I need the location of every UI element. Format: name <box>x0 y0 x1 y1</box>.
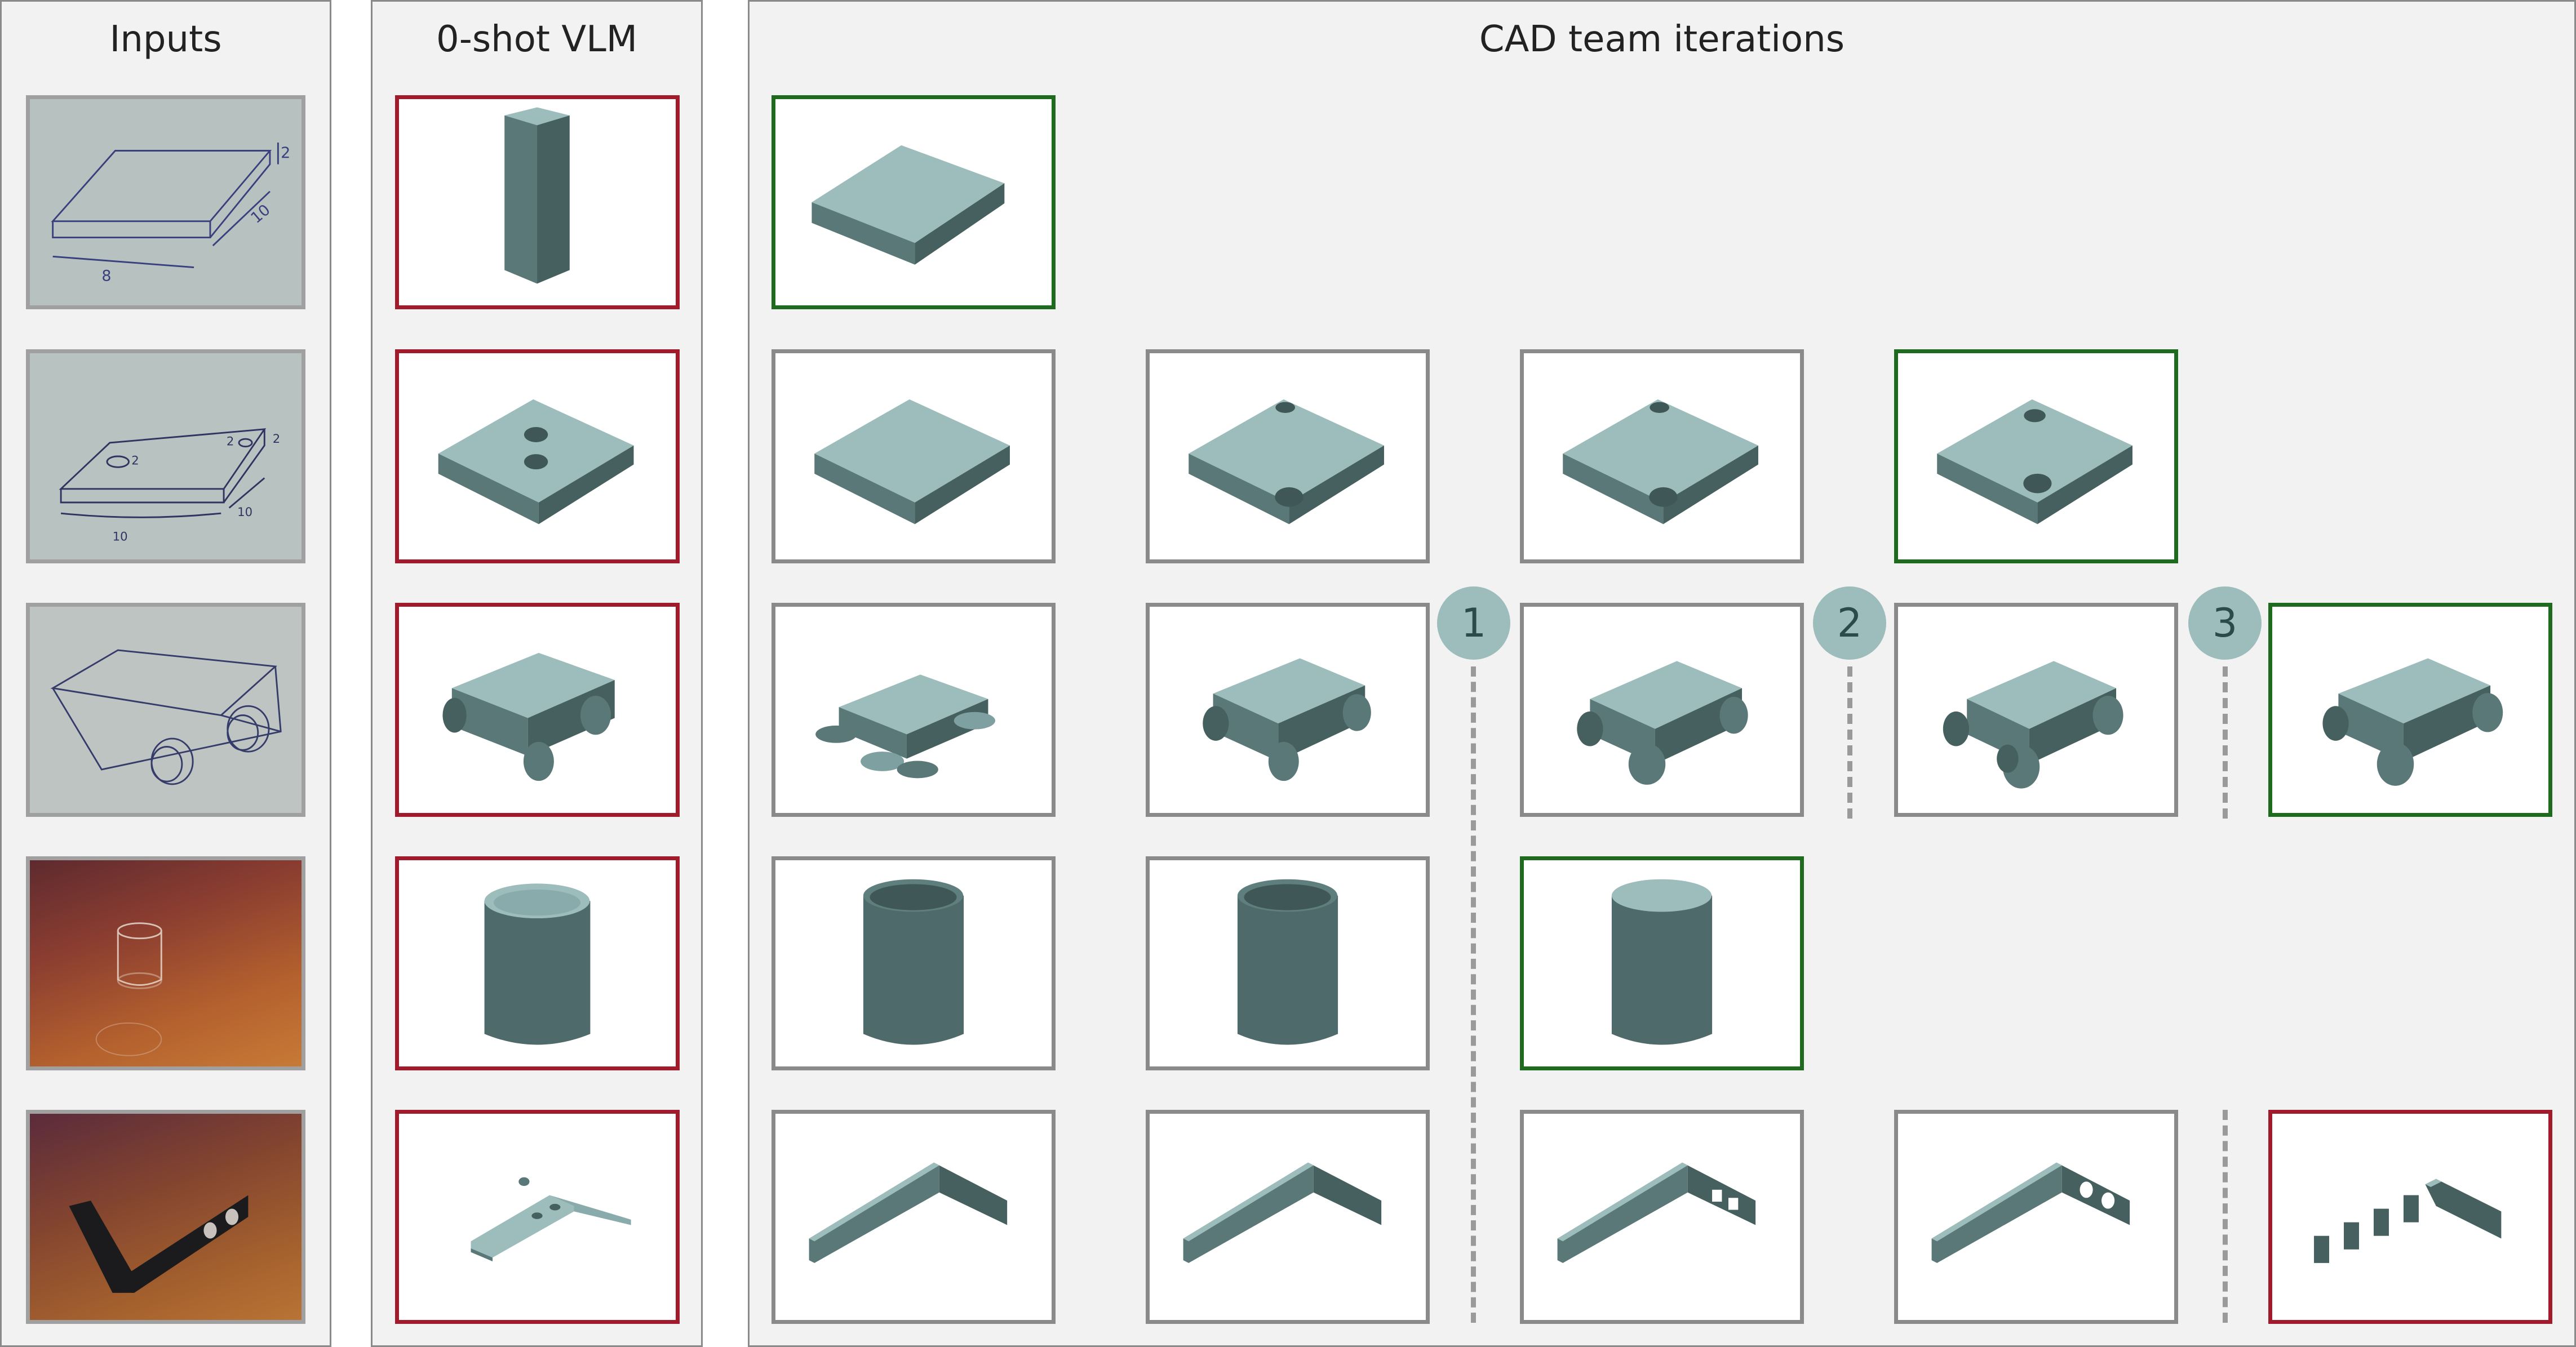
svg-text:2: 2 <box>273 432 280 446</box>
photo-drawing <box>69 1195 249 1293</box>
separator-line-3 <box>2223 666 2228 819</box>
broken-bracket-model <box>2314 1179 2502 1263</box>
iteration-row5-4 <box>1894 1110 2178 1324</box>
bracket-model <box>1931 1162 2130 1263</box>
input-image-bracket-photo <box>26 1110 305 1324</box>
iteration-row1-final <box>772 95 1056 309</box>
iteration-row5-final <box>2268 1110 2552 1324</box>
iteration-row5-2 <box>1146 1110 1430 1324</box>
input-image-holes-sketch: 2 2 2 10 10 <box>26 349 305 563</box>
car-model <box>1203 658 1371 781</box>
plate-model <box>812 145 1005 265</box>
iteration-marker-2: 2 <box>1813 586 1886 660</box>
plate-with-holes-model <box>1937 399 2132 524</box>
svg-text:10: 10 <box>247 201 273 227</box>
iteration-row3-2 <box>1146 603 1430 817</box>
iteration-row2-3 <box>1520 349 1804 563</box>
iteration-row3-3 <box>1520 603 1804 817</box>
input-image-car-sketch <box>26 603 305 817</box>
svg-text:10: 10 <box>237 505 252 519</box>
bracket-model <box>1557 1162 1756 1263</box>
car-model <box>815 674 995 779</box>
input-image-plate-sketch: 2 10 8 <box>26 95 305 309</box>
tall-box-model <box>504 107 570 284</box>
zero-shot-title: 0-shot VLM <box>436 19 637 60</box>
car-model <box>1943 661 2123 789</box>
plate-with-holes-model <box>1189 399 1384 524</box>
sketch-drawing <box>50 649 282 785</box>
svg-text:10: 10 <box>113 529 128 543</box>
cup-model <box>484 883 591 1045</box>
zero-shot-result-plate-holes <box>395 349 680 563</box>
bracket-model <box>471 1177 631 1261</box>
iteration-marker-3: 3 <box>2188 586 2262 660</box>
plate-with-holes-model <box>1563 399 1758 524</box>
iteration-row3-final <box>2268 603 2552 817</box>
zero-shot-panel: 0-shot VLM <box>371 0 703 1347</box>
bracket-model <box>1183 1162 1382 1263</box>
sketch-drawing: 2 10 8 <box>51 143 290 285</box>
sketch-drawing: 2 2 2 10 10 <box>59 428 280 543</box>
cad-team-title: CAD team iterations <box>1479 19 1845 60</box>
cup-model <box>1237 879 1338 1045</box>
iteration-row2-2 <box>1146 349 1430 563</box>
separator-line-2 <box>1847 666 1852 819</box>
zero-shot-result-car <box>395 603 680 817</box>
cad-team-panel: CAD team iterations <box>748 0 2576 1347</box>
car-model <box>442 652 615 781</box>
svg-text:8: 8 <box>101 268 111 285</box>
iteration-marker-1: 1 <box>1437 586 1510 660</box>
photo-drawing <box>95 922 162 1056</box>
svg-text:2: 2 <box>227 434 234 448</box>
iteration-row2-final <box>1894 349 2178 563</box>
zero-shot-result-tall-box <box>395 95 680 309</box>
iteration-row4-final <box>1520 856 1804 1070</box>
iteration-row4-1 <box>772 856 1056 1070</box>
bracket-model <box>809 1162 1008 1263</box>
iteration-row4-2 <box>1146 856 1430 1070</box>
iteration-row5-1 <box>772 1110 1056 1324</box>
solid-cylinder-model <box>1611 879 1713 1045</box>
car-model <box>2322 658 2503 786</box>
svg-text:2: 2 <box>281 144 290 162</box>
separator-line-1 <box>1471 666 1476 1323</box>
zero-shot-result-bracket <box>395 1110 680 1324</box>
inputs-panel: Inputs 2 10 8 <box>0 0 331 1347</box>
cup-model <box>863 879 964 1045</box>
svg-text:2: 2 <box>131 453 139 467</box>
car-model <box>1577 661 1748 785</box>
zero-shot-result-cup <box>395 856 680 1070</box>
iteration-row5-3 <box>1520 1110 1804 1324</box>
iteration-row3-4 <box>1894 603 2178 817</box>
iteration-row3-1 <box>772 603 1056 817</box>
input-image-cup-photo <box>26 856 305 1070</box>
separator-line-4 <box>2223 1110 2228 1323</box>
plate-model <box>814 399 1010 524</box>
inputs-title: Inputs <box>109 19 222 60</box>
iteration-row2-1 <box>772 349 1056 563</box>
plate-with-holes-model <box>438 399 634 524</box>
